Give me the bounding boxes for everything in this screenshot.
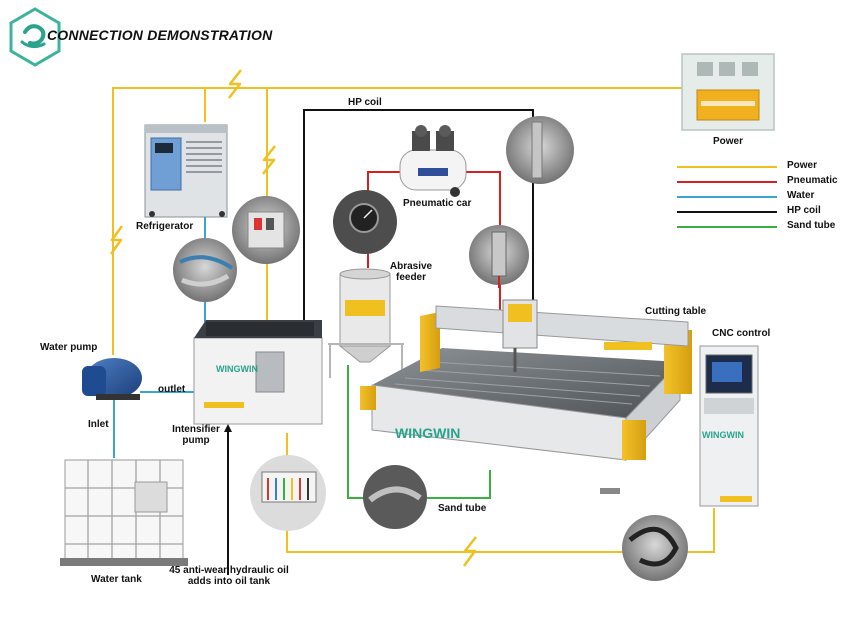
legend-item-hp-coil: HP coil xyxy=(677,205,847,220)
svg-text:WINGWIN: WINGWIN xyxy=(702,430,744,440)
pneumatic-car-label: Pneumatic car xyxy=(403,198,472,209)
outlet-label: outlet xyxy=(158,384,186,395)
intensifier-pump-label: Intensifier pump xyxy=(168,424,224,446)
sand-tube-label: Sand tube xyxy=(438,503,487,514)
svg-text:WINGWIN: WINGWIN xyxy=(216,364,258,374)
detail-photo-wiring xyxy=(250,455,326,531)
intensifier-pump: WINGWIN xyxy=(193,320,323,425)
svg-text:WINGWIN: WINGWIN xyxy=(395,425,460,441)
water-tank xyxy=(60,459,188,566)
cnc-control-label: CNC control xyxy=(712,328,771,339)
pneumatic-car xyxy=(399,125,467,197)
water-pump-label: Water pump xyxy=(40,342,98,353)
legend-label-pneumatic: Pneumatic xyxy=(787,175,838,186)
abrasive-feeder-label: Abrasive feeder xyxy=(388,261,434,283)
legend-swatch-water xyxy=(677,196,777,198)
legend-item-sand-tube: Sand tube xyxy=(677,220,847,235)
refrigerator-label: Refrigerator xyxy=(136,221,194,232)
detail-photo-cutting-head xyxy=(469,225,529,288)
abrasive-feeder xyxy=(328,268,404,378)
hp-coil-lines xyxy=(224,109,534,575)
oil-note-label: 45 anti-wear hydraulic oil adds into oil… xyxy=(164,565,294,587)
wingwin-logo-icon xyxy=(9,7,61,67)
legend-item-pneumatic: Pneumatic xyxy=(677,175,847,190)
cnc-control: WINGWIN xyxy=(699,345,759,507)
legend-label-power: Power xyxy=(787,160,818,171)
legend-swatch-hp-coil xyxy=(677,211,777,213)
legend-swatch-power xyxy=(677,166,777,168)
legend-label-sand-tube: Sand tube xyxy=(787,220,836,231)
water-pump xyxy=(82,358,142,400)
legend-item-power: Power xyxy=(677,160,847,175)
legend: Power Pneumatic Water HP coil Sand tube xyxy=(677,160,847,235)
refrigerator xyxy=(144,124,228,218)
detail-photo-pressure-gauge xyxy=(333,190,397,254)
detail-photo-air-valve xyxy=(506,116,574,184)
legend-swatch-sand-tube xyxy=(677,226,777,228)
intensifier-pump-label-line2: pump xyxy=(182,435,210,446)
page-title: CONNECTION DEMONSTRATION xyxy=(47,27,273,43)
intensifier-pump-label-line1: Intensifier xyxy=(172,424,220,435)
legend-item-water: Water xyxy=(677,190,847,205)
detail-photo-sand-valve xyxy=(363,465,427,529)
hp-coil-label: HP coil xyxy=(348,97,382,108)
legend-label-water: Water xyxy=(787,190,815,201)
water-tank-label: Water tank xyxy=(91,574,142,585)
detail-photo-electrical-box xyxy=(232,196,300,264)
oil-note-line1: 45 anti-wear hydraulic oil xyxy=(169,565,289,576)
power-box xyxy=(681,53,775,131)
abrasive-feeder-label-line1: Abrasive xyxy=(389,261,433,272)
abrasive-feeder-label-line2: feeder xyxy=(395,272,426,283)
oil-note-line2: adds into oil tank xyxy=(187,576,271,587)
detail-photo-cable xyxy=(622,515,688,581)
cutting-table: WINGWIN xyxy=(360,299,692,494)
inlet-label: Inlet xyxy=(88,419,109,430)
legend-label-hp-coil: HP coil xyxy=(787,205,821,216)
legend-swatch-pneumatic xyxy=(677,181,777,183)
cutting-table-label: Cutting table xyxy=(645,306,707,317)
detail-photo-water-fittings xyxy=(173,238,237,302)
power-label: Power xyxy=(713,136,744,147)
